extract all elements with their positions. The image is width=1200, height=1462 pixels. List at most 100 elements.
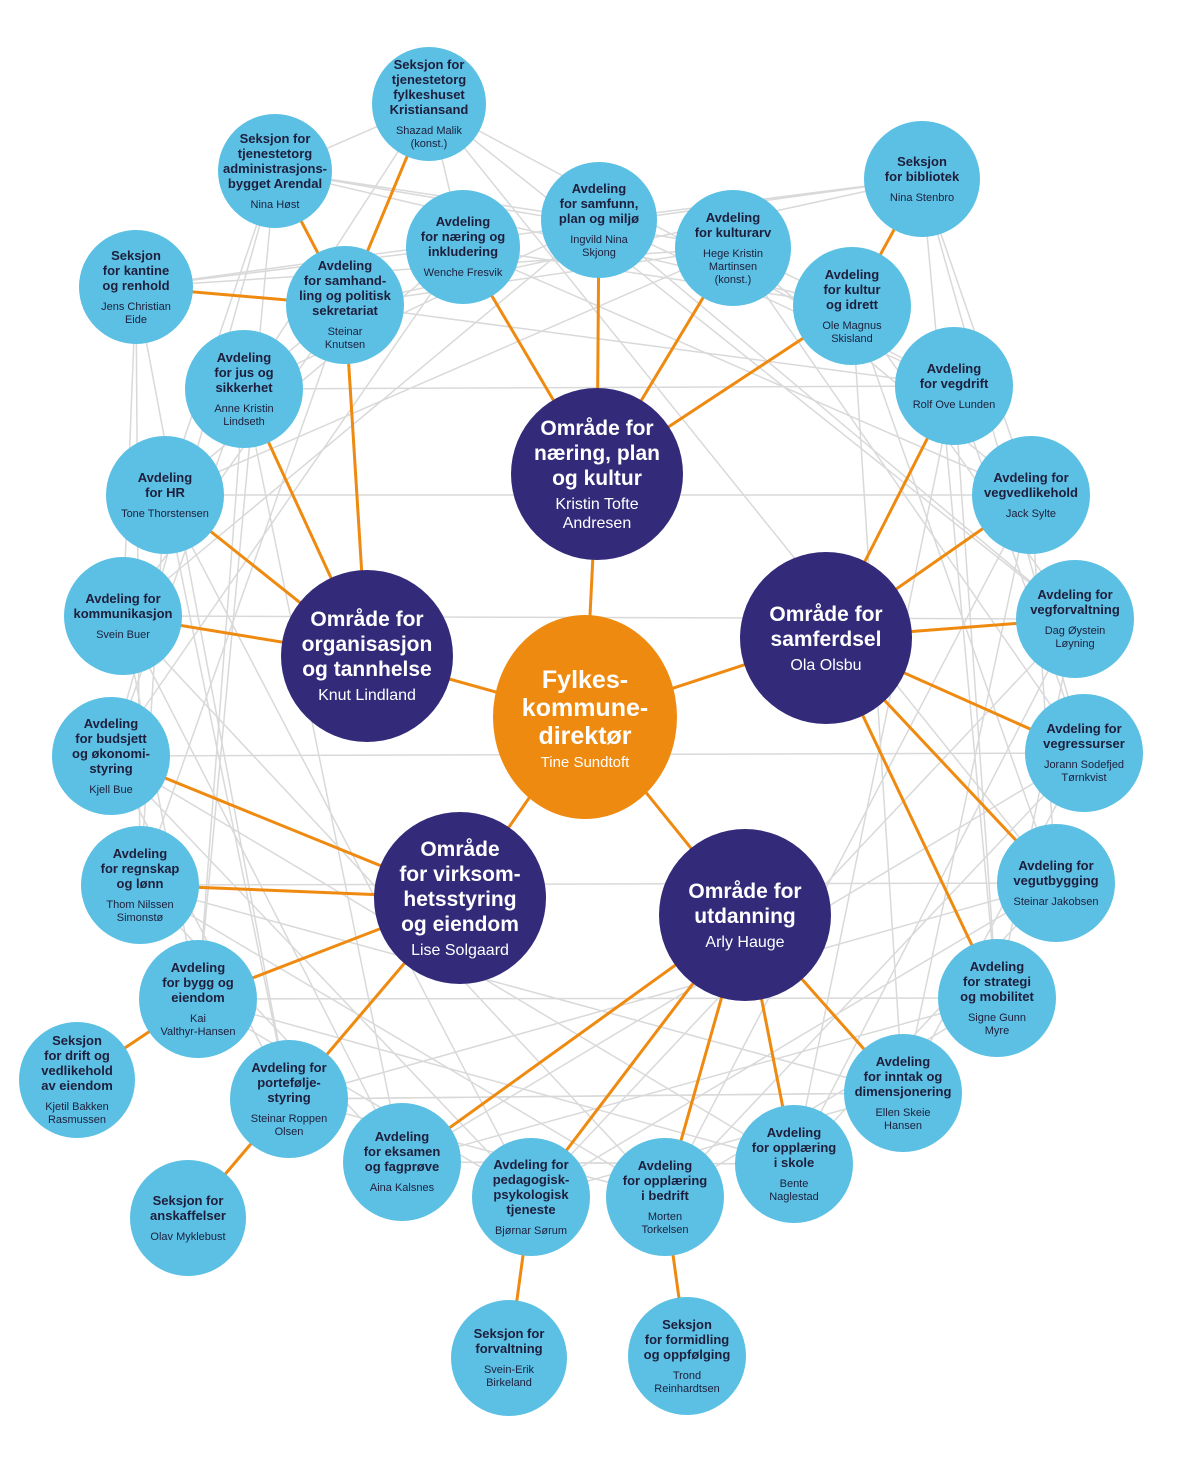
node-title: Fylkes- kommune- direktør bbox=[521, 665, 649, 750]
node-person: Bente Naglestad bbox=[769, 1177, 819, 1203]
web-line bbox=[197, 170, 276, 1000]
web-line bbox=[1030, 494, 1057, 884]
node-person: Anne Kristin Lindseth bbox=[214, 402, 274, 428]
node-title: Avdeling for kommunikasjon bbox=[73, 590, 173, 621]
node-tjk[interactable]: Seksjon for tjenestetorg fylkeshuset Kri… bbox=[372, 47, 486, 161]
node-title: Avdeling for bygg og eiendom bbox=[162, 959, 234, 1005]
web-line bbox=[793, 882, 1057, 1165]
web-line bbox=[110, 755, 290, 1100]
node-title: Område for næring, plan og kultur bbox=[534, 416, 660, 490]
node-title: Avdeling for eksamen og fagprøve bbox=[363, 1129, 441, 1174]
node-title: Avdeling for HR bbox=[137, 469, 193, 500]
node-title: Avdeling for vegressurser bbox=[1043, 721, 1125, 751]
node-title: Avdeling for kultur og idrett bbox=[823, 266, 881, 312]
node-person: Jens Christian Eide bbox=[101, 300, 171, 326]
web-line bbox=[921, 178, 998, 999]
node-person: Kjetil Bakken Rasmussen bbox=[45, 1101, 109, 1126]
node-tja[interactable]: Seksjon for tjenestetorg administrasjons… bbox=[218, 114, 332, 228]
web-line bbox=[401, 1161, 795, 1165]
node-person: Ellen Skeie Hansen bbox=[875, 1106, 931, 1132]
node-shs[interactable]: Avdeling for samhand- ling og politisk s… bbox=[286, 246, 404, 364]
node-title: Avdeling for regnskap og lønn bbox=[100, 845, 180, 891]
node-person: Olav Myklebust bbox=[150, 1230, 226, 1243]
web-line bbox=[110, 246, 464, 757]
node-title: Avdeling for opplæring i skole bbox=[751, 1124, 837, 1170]
node-person: Jack Sylte bbox=[1005, 507, 1057, 520]
node-person: Ola Olsbu bbox=[790, 656, 862, 674]
node-person: Trond Reinhardtsen bbox=[654, 1369, 720, 1395]
node-title: Seksjon for formidling og oppfølging bbox=[643, 1316, 731, 1362]
node-person: Arly Hauge bbox=[705, 933, 785, 951]
node-person: Kai Valthyr-Hansen bbox=[160, 1012, 236, 1038]
web-line bbox=[851, 305, 1076, 620]
node-person: Tone Thorstensen bbox=[121, 507, 209, 520]
node-title: Avdeling for kulturarv bbox=[694, 209, 772, 240]
node-ppt[interactable]: Avdeling for pedagogisk- psykologisk tje… bbox=[472, 1138, 590, 1256]
web-line bbox=[197, 998, 795, 1165]
node-vir[interactable]: Område for virksom- hetsstyring og eiend… bbox=[374, 812, 546, 984]
node-hr[interactable]: Avdeling for HR Tone Thorstensen bbox=[106, 436, 224, 554]
web-line bbox=[462, 246, 1032, 496]
node-title: Område for virksom- hetsstyring og eiend… bbox=[399, 837, 521, 936]
node-person: Jorann Sodefjed Tørnkvist bbox=[1043, 759, 1125, 784]
node-person: Shazad Malik (konst.) bbox=[395, 125, 463, 150]
web-line bbox=[664, 752, 1085, 1198]
web-line bbox=[139, 494, 166, 886]
node-title: Avdeling for opplæring i bedrift bbox=[622, 1157, 708, 1203]
web-line bbox=[953, 385, 1085, 754]
node-bud[interactable]: Avdeling for budsjett og økonomi- styrin… bbox=[52, 697, 170, 815]
node-title: Avdeling for samfunn, plan og miljø bbox=[558, 180, 640, 226]
node-person: Svein-Erik Birkeland bbox=[483, 1364, 535, 1389]
node-person: Hege Kristin Martinsen (konst.) bbox=[703, 247, 763, 286]
node-person: Kjell Bue bbox=[89, 783, 133, 796]
web-line bbox=[197, 997, 998, 1000]
web-line bbox=[164, 494, 532, 1198]
web-line bbox=[243, 219, 600, 390]
web-line bbox=[732, 247, 1085, 754]
web-line bbox=[122, 219, 600, 617]
node-drv[interactable]: Seksjon for drift og vedlikehold av eien… bbox=[19, 1022, 135, 1138]
node-person: Ingvild Nina Skjong bbox=[570, 233, 628, 259]
node-title: Avdeling for pedagogisk- psykologisk tje… bbox=[492, 1156, 570, 1217]
node-person: Morten Torkelsen bbox=[641, 1210, 689, 1236]
web-line bbox=[530, 1092, 904, 1198]
node-title: Avdeling for jus og sikkerhet bbox=[214, 349, 274, 395]
node-person: Ole Magnus Skisland bbox=[822, 319, 882, 345]
node-person: Steinar Roppen Olsen bbox=[250, 1112, 328, 1138]
node-title: Seksjon for kantine og renhold bbox=[102, 247, 170, 293]
web-line bbox=[953, 385, 998, 999]
web-line bbox=[122, 304, 346, 617]
node-title: Avdeling for portefølje- styring bbox=[251, 1059, 327, 1105]
node-title: Seksjon for drift og vedlikehold av eien… bbox=[41, 1033, 113, 1093]
web-line bbox=[793, 618, 1076, 1165]
